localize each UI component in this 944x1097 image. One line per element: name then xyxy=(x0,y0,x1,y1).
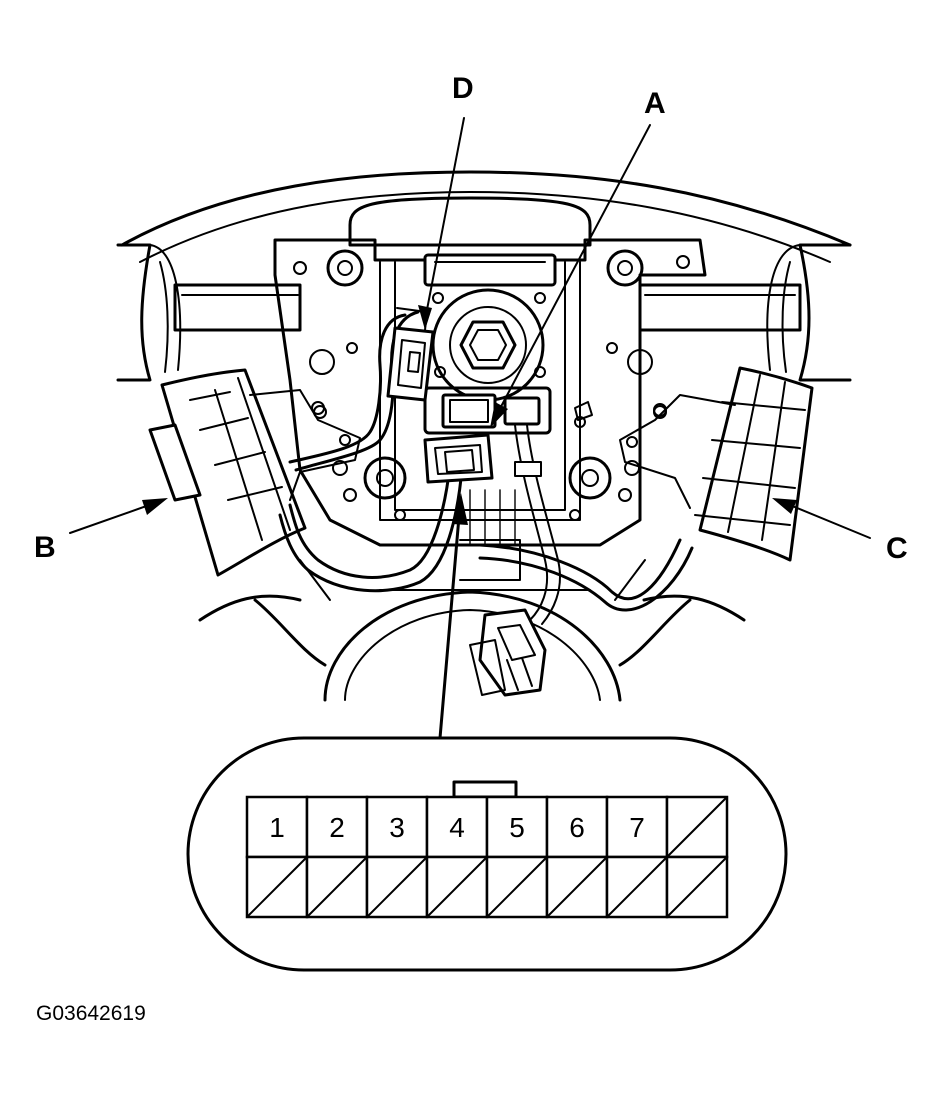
main-harness-connector xyxy=(423,433,494,484)
terminal-pin-label: 3 xyxy=(389,812,405,843)
callout-label-c: C xyxy=(886,532,908,565)
terminal-empty-cavity xyxy=(245,855,309,919)
terminal-pin-label: 2 xyxy=(329,812,345,843)
terminal-grid: 1 2 3 4 5 6 7 xyxy=(245,795,729,919)
terminal-pin-6: 6 xyxy=(545,795,609,859)
terminal-empty-cavity xyxy=(665,795,729,859)
terminal-empty-cavity xyxy=(485,855,549,919)
terminal-pin-4: 4 xyxy=(425,795,489,859)
terminal-pin-3: 3 xyxy=(365,795,429,859)
figure-id: G03642619 xyxy=(36,1002,146,1025)
terminal-pin-label: 5 xyxy=(509,812,525,843)
terminal-empty-cavity xyxy=(545,855,609,919)
terminal-pin-7: 7 xyxy=(605,795,669,859)
terminal-empty-cavity xyxy=(305,855,369,919)
terminal-pin-label: 6 xyxy=(569,812,585,843)
connector-a xyxy=(441,393,593,429)
callout-label-b: B xyxy=(34,531,56,564)
terminal-pin-label: 7 xyxy=(629,812,645,843)
terminal-pin-label: 1 xyxy=(269,812,285,843)
terminal-empty-cavity xyxy=(665,855,729,919)
connector-terminal-view: 1 2 3 4 5 6 7 xyxy=(186,736,788,972)
wire-harness xyxy=(278,307,694,697)
terminal-pin-label: 4 xyxy=(449,812,465,843)
terminal-pin-5: 5 xyxy=(485,795,549,859)
right-switch-assembly-c xyxy=(619,366,814,562)
terminal-empty-cavity xyxy=(365,855,429,919)
terminal-empty-cavity xyxy=(425,855,489,919)
callout-labels: D A B C xyxy=(34,72,908,565)
callout-label-d: D xyxy=(452,72,474,105)
terminal-empty-cavity xyxy=(605,855,669,919)
callout-leader-lines xyxy=(69,117,871,740)
steering-wheel-illustration xyxy=(116,170,852,702)
left-switch-assembly-b xyxy=(148,368,361,577)
terminal-pin-1: 1 xyxy=(245,795,309,859)
callout-label-a: A xyxy=(644,87,666,120)
terminal-pin-2: 2 xyxy=(305,795,369,859)
